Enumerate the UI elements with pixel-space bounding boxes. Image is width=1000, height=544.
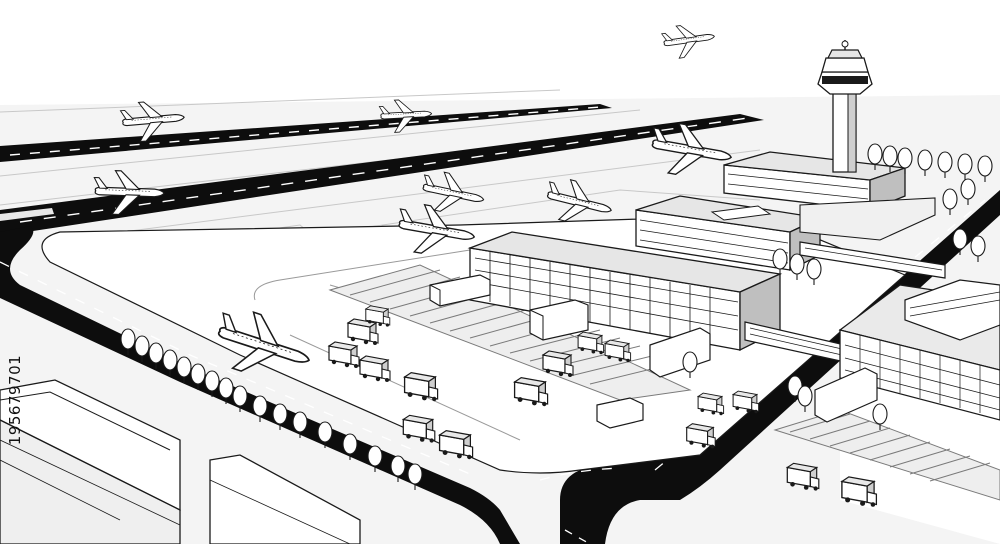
terminal-back bbox=[723, 151, 936, 241]
runway-far bbox=[0, 104, 612, 162]
stock-id-label: 195679701 bbox=[2, 300, 28, 500]
hangar-bottom-left bbox=[0, 379, 361, 544]
control-tower-icon bbox=[817, 40, 873, 173]
runway-main bbox=[0, 114, 764, 236]
stock-id-text: 195679701 bbox=[6, 354, 24, 446]
